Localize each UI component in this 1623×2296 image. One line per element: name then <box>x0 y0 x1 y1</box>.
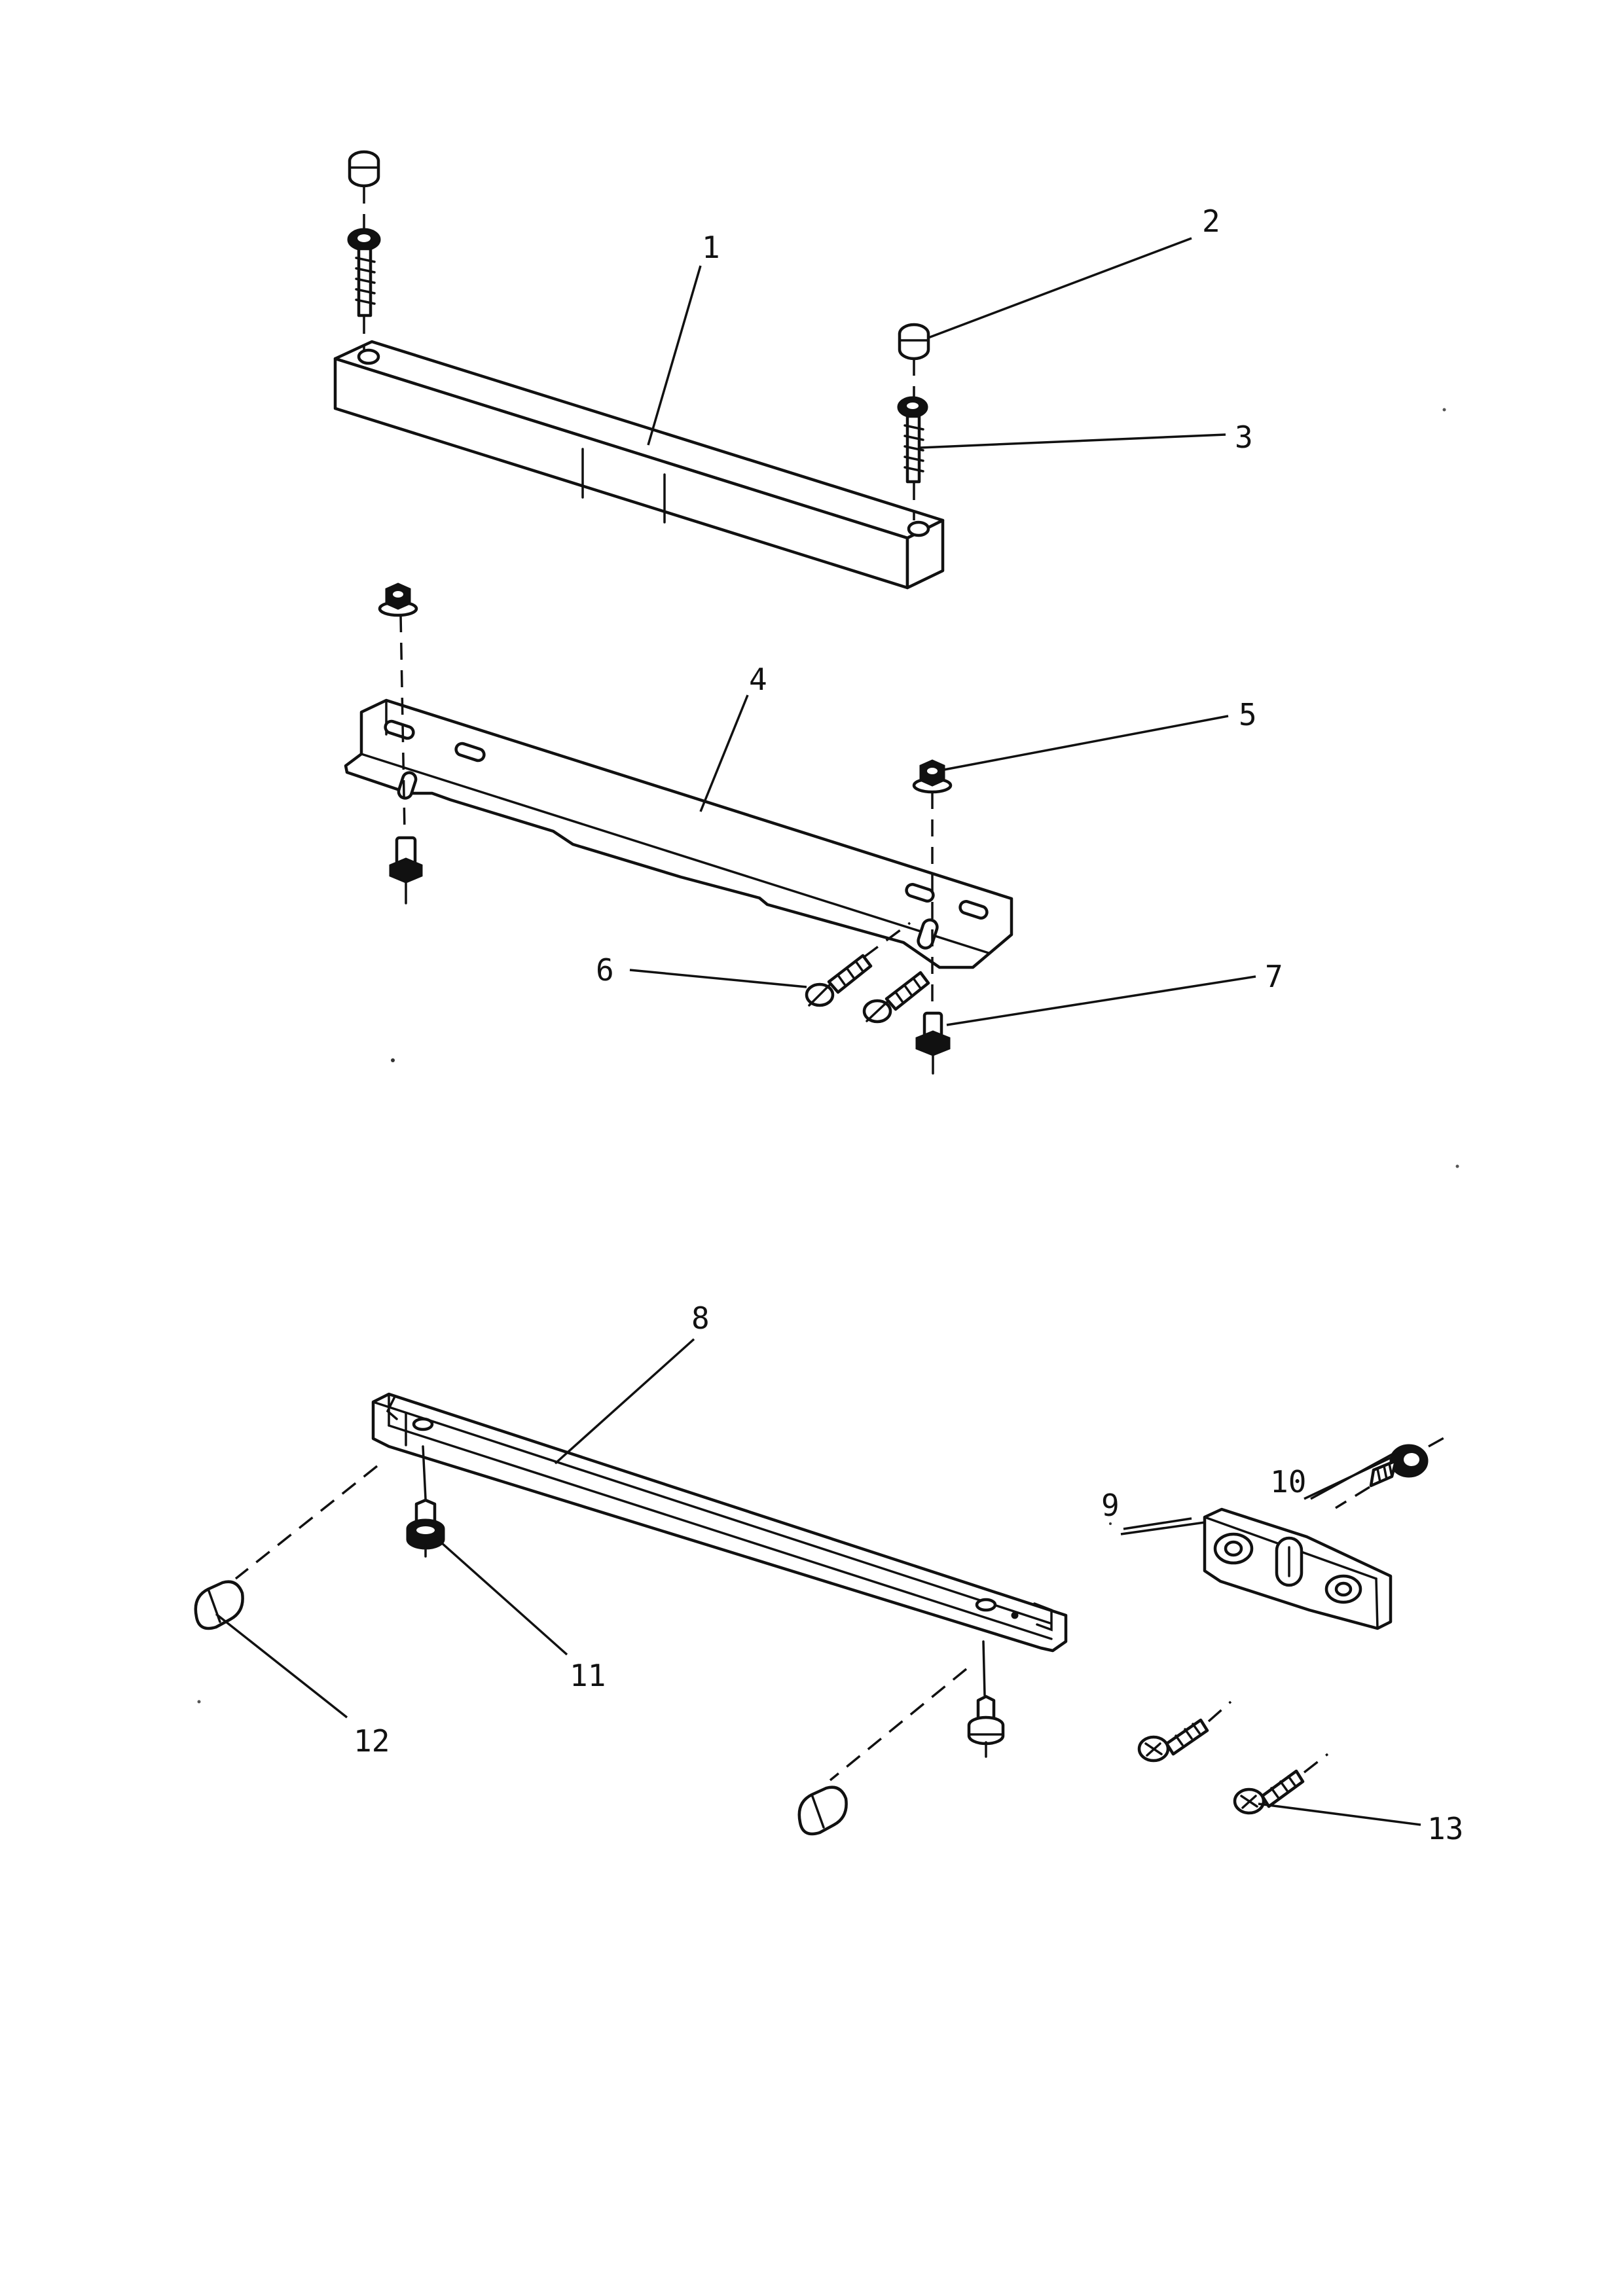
leader-line-7 <box>946 975 1256 1026</box>
axis-line <box>1335 1486 1370 1509</box>
scan-speck <box>391 1058 395 1062</box>
part-10-screw <box>1369 1444 1429 1488</box>
scan-speck <box>1109 1522 1112 1525</box>
part-3-screw-right <box>897 396 928 484</box>
leader-line-3 <box>920 433 1226 449</box>
axis-line <box>1303 1753 1329 1774</box>
part-2-cap-left <box>348 150 380 188</box>
leader-line-5 <box>943 715 1229 771</box>
callout-6: 6 <box>596 952 614 988</box>
part-6-screw-a <box>805 954 873 1007</box>
callout-10: 10 <box>1270 1464 1306 1499</box>
part-5-nut-left <box>378 583 418 617</box>
axis-line <box>399 615 406 832</box>
part-1-rail <box>333 340 945 590</box>
scan-speck <box>197 1700 201 1704</box>
scan-speck <box>1442 408 1446 412</box>
callout-5: 5 <box>1239 697 1257 732</box>
axis-line <box>234 1465 378 1580</box>
leader-line-2 <box>928 237 1192 339</box>
part-12-plug-right <box>797 1785 848 1836</box>
axis-line <box>863 922 911 958</box>
axis-line <box>422 1445 427 1500</box>
callout-7: 7 <box>1265 959 1283 994</box>
leader-line-10b <box>1310 1452 1395 1500</box>
part-6-screw-b <box>862 971 930 1024</box>
part-4-bracket <box>344 698 1013 969</box>
leader-line-1 <box>647 265 702 446</box>
leader-line-9b <box>1123 1517 1192 1530</box>
leader-line-6 <box>629 969 807 988</box>
part-11-screw-right <box>967 1695 1005 1758</box>
part-11-screw-left <box>406 1498 445 1558</box>
callout-1: 1 <box>702 230 720 265</box>
callout-2: 2 <box>1202 204 1220 239</box>
part-8-channel <box>371 1392 1068 1653</box>
part-12-plug-left <box>194 1580 244 1630</box>
axis-line <box>829 1668 968 1782</box>
leader-line-8 <box>554 1338 695 1465</box>
scan-speck <box>1455 1164 1459 1168</box>
leader-line-4 <box>699 694 749 812</box>
part-2-cap-right <box>898 323 930 361</box>
part-13-screw-b <box>1233 1769 1305 1815</box>
part-3-screw-left <box>347 228 381 317</box>
axis-line <box>1428 1432 1453 1448</box>
leader-line-9 <box>1120 1521 1205 1535</box>
part-7-stud-left <box>389 836 423 905</box>
leader-line-12 <box>215 1613 348 1719</box>
part-7-stud-right <box>915 1011 951 1075</box>
callout-3: 3 <box>1235 420 1253 455</box>
callout-9: 9 <box>1101 1488 1120 1523</box>
leader-line-11 <box>433 1535 568 1656</box>
part-13-screw-a <box>1137 1718 1209 1763</box>
leader-line-13 <box>1258 1803 1421 1826</box>
callout-13: 13 <box>1427 1811 1463 1846</box>
callout-11: 11 <box>570 1658 606 1693</box>
part-9-clip-plate <box>1203 1507 1393 1630</box>
part-5-nut-right <box>912 759 953 794</box>
callout-8: 8 <box>691 1300 710 1336</box>
axis-line <box>982 1640 986 1696</box>
callout-12: 12 <box>354 1723 390 1759</box>
callout-4: 4 <box>749 662 767 697</box>
axis-line <box>1207 1700 1232 1723</box>
